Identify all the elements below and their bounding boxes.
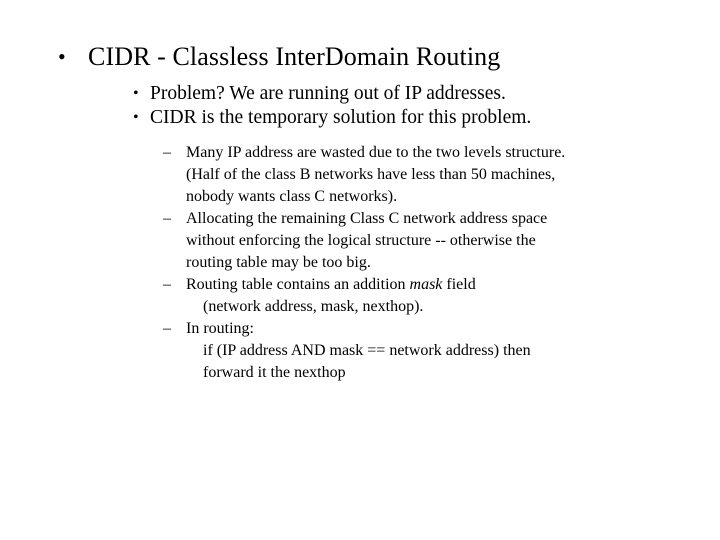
level3-item-allocating: – Allocating the remaining Class C netwo… bbox=[0, 208, 720, 274]
gap-after-level2 bbox=[0, 130, 720, 142]
bullet-dash-icon: – bbox=[163, 320, 171, 337]
gap-after-title bbox=[0, 72, 720, 82]
level3-item-wasted-addresses: – Many IP address are wasted due to the … bbox=[0, 142, 720, 208]
level2-item-solution: • CIDR is the temporary solution for thi… bbox=[0, 106, 720, 130]
level3-subline-pseudocode: if (IP address AND mask == network addre… bbox=[0, 340, 720, 384]
level3-item-mask-field: – Routing table contains an addition mas… bbox=[0, 274, 720, 296]
level3-line: (Half of the class B networks have less … bbox=[186, 166, 556, 183]
level3-item-in-routing: – In routing: bbox=[0, 318, 720, 340]
level3-line: Allocating the remaining Class C network… bbox=[186, 210, 548, 227]
slide-content: • CIDR - Classless InterDomain Routing •… bbox=[0, 0, 720, 384]
level3-line: Many IP address are wasted due to the tw… bbox=[186, 144, 566, 161]
level3-subline-tuple: (network address, mask, nexthop). bbox=[0, 296, 720, 318]
level3-line: nobody wants class C networks). bbox=[186, 188, 398, 205]
level3-subline: forward it the nexthop bbox=[203, 364, 346, 381]
level3-subline: (network address, mask, nexthop). bbox=[203, 298, 424, 315]
bullet-dash-icon: – bbox=[163, 144, 171, 161]
level3-line: routing table may be too big. bbox=[186, 254, 371, 271]
level3-text-pre: Routing table contains an addition bbox=[186, 276, 410, 293]
level3-subline: if (IP address AND mask == network addre… bbox=[203, 342, 531, 359]
emphasized-term: mask bbox=[409, 276, 443, 293]
slide-title-bullet: • CIDR - Classless InterDomain Routing bbox=[0, 42, 720, 72]
bullet-dot-icon: • bbox=[133, 109, 139, 126]
bullet-dot-icon: • bbox=[133, 85, 139, 102]
page-title: CIDR - Classless InterDomain Routing bbox=[88, 42, 501, 71]
level3-line: In routing: bbox=[186, 320, 254, 337]
level3-line-mask: Routing table contains an addition mask … bbox=[186, 274, 720, 296]
level2-label: CIDR is the temporary solution for this … bbox=[150, 107, 532, 128]
bullet-dot-icon: • bbox=[58, 44, 66, 69]
level3-text-post: field bbox=[442, 276, 476, 293]
level3-line: without enforcing the logical structure … bbox=[186, 232, 536, 249]
level2-label: Problem? We are running out of IP addres… bbox=[150, 83, 506, 104]
level2-item-problem: • Problem? We are running out of IP addr… bbox=[0, 82, 720, 106]
bullet-dash-icon: – bbox=[163, 210, 171, 227]
bullet-dash-icon: – bbox=[163, 276, 171, 293]
top-spacer bbox=[0, 0, 720, 42]
